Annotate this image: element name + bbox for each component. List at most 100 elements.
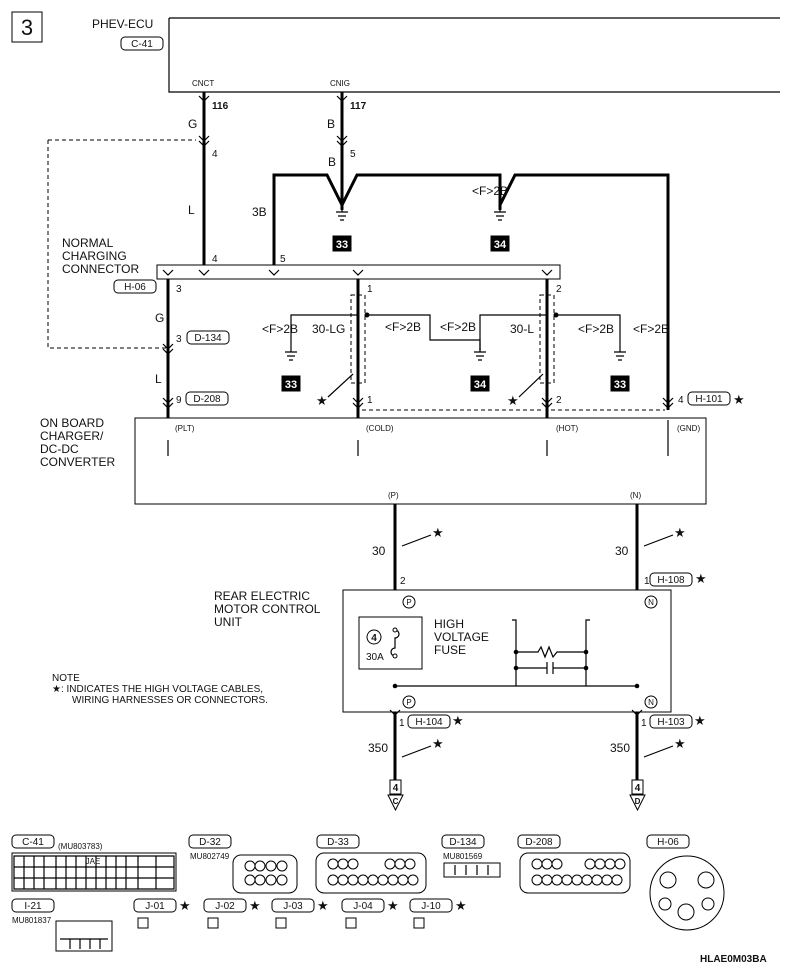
d208-tag	[185, 391, 229, 406]
ground-34-mid-label: 34	[474, 379, 487, 391]
h108-tag	[649, 572, 693, 587]
offpage-d-box	[631, 779, 644, 795]
legend-i21: I-21	[24, 901, 42, 912]
h103-pin: 1	[641, 718, 647, 729]
charger-title-3: DC-DC	[40, 442, 79, 456]
legend-c41-body	[11, 852, 177, 892]
star-p-350-arrow	[401, 745, 432, 758]
ground-33-top: 33	[332, 205, 352, 252]
star-n-30: ★	[674, 525, 686, 540]
fuse-term-2	[392, 653, 398, 659]
legend-j01-pin	[137, 917, 149, 929]
wire-color-30l: 30-L	[510, 322, 534, 336]
fuse-title-2: VOLTAGE	[434, 630, 489, 644]
legend-d33-pins	[327, 858, 419, 886]
pin-2-connector: 2	[556, 284, 562, 295]
shield-left	[47, 139, 196, 349]
offpage-c-box	[389, 779, 402, 795]
star-h101: ★	[733, 392, 745, 407]
legend-j02-pin	[207, 917, 219, 929]
legend-j03-pin	[275, 917, 287, 929]
ecu-box	[168, 17, 780, 93]
ground-33-left-label: 33	[285, 379, 297, 391]
legend-i21-grid	[60, 938, 108, 949]
charger-term-p: (P)	[388, 491, 399, 500]
wire-hot-ground-right	[556, 314, 621, 348]
legend-j03-star: ★	[317, 898, 329, 913]
pin-9-d208: 9	[176, 395, 182, 406]
charger-term-cold: (COLD)	[366, 424, 394, 433]
star-h103: ★	[694, 713, 706, 728]
rear-n-top-circle	[644, 595, 658, 609]
ecu-connector: C-41	[131, 39, 153, 50]
wire-p-color: 30	[372, 544, 386, 558]
wire-color-3b: 3B	[252, 205, 267, 219]
legend-c41-part: (MU803783)	[58, 842, 103, 851]
wire-color-g-plt: G	[155, 311, 164, 325]
legend-d32-pins	[244, 860, 288, 886]
pin-2-charger: 2	[556, 395, 562, 406]
rear-pin-2: 2	[400, 576, 406, 587]
resistor	[516, 645, 586, 659]
ecu-name: PHEV-ECU	[92, 17, 153, 31]
wire-color-30lg: 30-LG	[312, 322, 345, 336]
legend-j02: J-02	[215, 901, 235, 912]
charger-box	[134, 417, 707, 505]
g33-right-f2b-2: <F>2B	[633, 322, 669, 336]
ecu-connector-tag	[120, 36, 164, 51]
rear-p-top: P	[406, 598, 411, 607]
wire-n-350: 350	[610, 741, 630, 755]
legend-j03-tag	[271, 898, 315, 913]
legend-d208-tag	[517, 834, 561, 849]
star-hot: ★	[507, 393, 519, 408]
h104-pin: 1	[399, 718, 405, 729]
rear-n-bot-circle	[644, 695, 658, 709]
wire-p-350: 350	[368, 741, 388, 755]
node-3	[513, 665, 519, 671]
h101-label: H-101	[695, 394, 723, 405]
wire-cold-ground-left	[290, 314, 358, 348]
legend-j10-star: ★	[455, 898, 467, 913]
d134-label: D-134	[194, 333, 222, 344]
legend-j10-pin	[413, 917, 425, 929]
legend-j01-tag	[133, 898, 177, 913]
wire-cnig-connectors	[336, 95, 348, 147]
h104-label: H-104	[415, 717, 443, 728]
wire-color-g-top: G	[188, 117, 197, 131]
wire-color-l-top: L	[188, 203, 195, 217]
h104-tag	[407, 714, 451, 729]
d134-tag	[186, 330, 230, 345]
charger-title-2: CHARGER/	[40, 429, 104, 443]
note-line-1: ★: INDICATES THE HIGH VOLTAGE CABLES,	[52, 684, 263, 695]
rear-p-top-circle	[402, 595, 416, 609]
charger-title-1: ON BOARD	[40, 416, 104, 430]
h06-label: H-06	[124, 282, 146, 293]
offpage-d-num: 4	[635, 783, 641, 794]
star-h108: ★	[695, 571, 707, 586]
star-h104: ★	[452, 713, 464, 728]
legend-d208: D-208	[525, 837, 553, 848]
legend-d32-tag	[188, 834, 232, 849]
fuse-amp: 30A	[366, 652, 384, 663]
pin-4-top: 4	[212, 149, 218, 160]
node-1	[513, 649, 519, 655]
legend-j04-tag	[341, 898, 385, 913]
ground-34-top-label: 34	[494, 239, 507, 251]
legend-h06: H-06	[657, 837, 679, 848]
splice-hot	[553, 312, 559, 318]
legend-h06-pins	[658, 871, 715, 921]
wire-hot-ground-left	[479, 314, 547, 350]
legend-d134-grid	[454, 865, 489, 875]
wire-plt-connectors	[162, 343, 174, 409]
note-title: NOTE	[52, 673, 80, 684]
star-n-350: ★	[674, 736, 686, 751]
wire-color-b-mid: B	[328, 155, 336, 169]
legend-d134: D-134	[449, 837, 477, 848]
charger-internal-leads	[167, 420, 669, 456]
legend-i21-part: MU801837	[12, 916, 52, 925]
charger-term-plt: (PLT)	[175, 424, 195, 433]
pin-3-d134: 3	[176, 334, 182, 345]
offpage-d-letter: D	[635, 797, 641, 806]
legend-i21-tag	[11, 898, 55, 913]
